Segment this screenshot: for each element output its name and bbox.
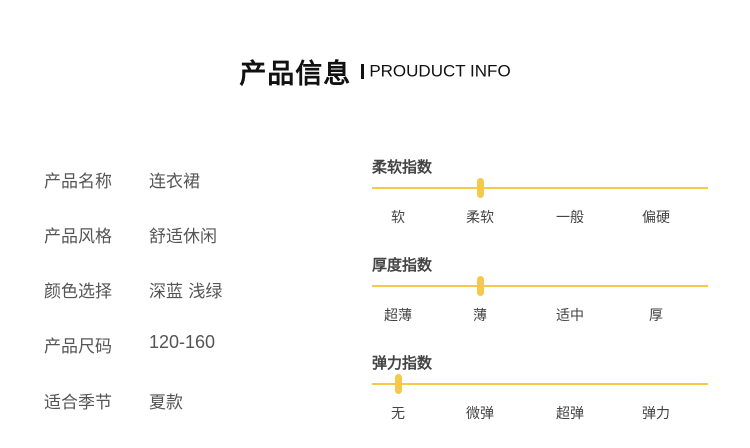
gauge-level-label: 无 bbox=[391, 406, 405, 422]
title-divider bbox=[361, 64, 365, 79]
gauge-level-label: 适中 bbox=[556, 308, 584, 324]
info-value: 120-160 bbox=[149, 332, 216, 352]
info-value: 舒适休闲 bbox=[149, 227, 217, 247]
gauge-title: 弹力指数 bbox=[372, 354, 433, 372]
info-label: 适合季节 bbox=[44, 393, 112, 413]
gauge-level-label: 厚 bbox=[649, 308, 663, 324]
info-label: 产品尺码 bbox=[44, 337, 112, 357]
gauge-track bbox=[372, 285, 708, 287]
gauge-title: 柔软指数 bbox=[372, 158, 433, 176]
gauge-title: 厚度指数 bbox=[372, 256, 433, 274]
gauge-level-label: 软 bbox=[391, 210, 405, 226]
elasticity-gauge: 弹力指数 无 微弹 超弹 弹力 bbox=[372, 352, 708, 432]
gauge-level-label: 偏硬 bbox=[642, 210, 670, 226]
info-label: 颜色选择 bbox=[44, 282, 112, 302]
gauge-level-label: 超弹 bbox=[556, 406, 584, 422]
gauge-level-label: 微弹 bbox=[466, 406, 494, 422]
title-english: PROUDUCT INFO bbox=[369, 61, 511, 81]
gauge-level-label: 一般 bbox=[556, 210, 584, 226]
info-value: 连衣裙 bbox=[149, 172, 200, 192]
gauge-track bbox=[372, 187, 708, 189]
gauge-level-label: 超薄 bbox=[384, 308, 412, 324]
thickness-gauge: 厚度指数 超薄 薄 适中 厚 bbox=[372, 254, 708, 334]
gauge-level-label: 弹力 bbox=[642, 406, 670, 422]
gauge-level-label: 薄 bbox=[473, 308, 487, 324]
gauge-track bbox=[372, 383, 708, 385]
info-value: 深蓝 浅绿 bbox=[149, 282, 223, 302]
gauge-level-label: 柔软 bbox=[466, 210, 494, 226]
info-label: 产品名称 bbox=[44, 172, 112, 192]
title-chinese: 产品信息 bbox=[239, 59, 352, 90]
section-title: 产品信息 PROUDUCT INFO bbox=[0, 52, 750, 91]
softness-gauge: 柔软指数 软 柔软 一般 偏硬 bbox=[372, 156, 708, 236]
gauge-marker bbox=[477, 178, 484, 198]
info-label: 产品风格 bbox=[44, 227, 112, 247]
gauge-marker bbox=[477, 276, 484, 296]
gauge-marker bbox=[395, 374, 402, 394]
info-value: 夏款 bbox=[149, 393, 183, 413]
